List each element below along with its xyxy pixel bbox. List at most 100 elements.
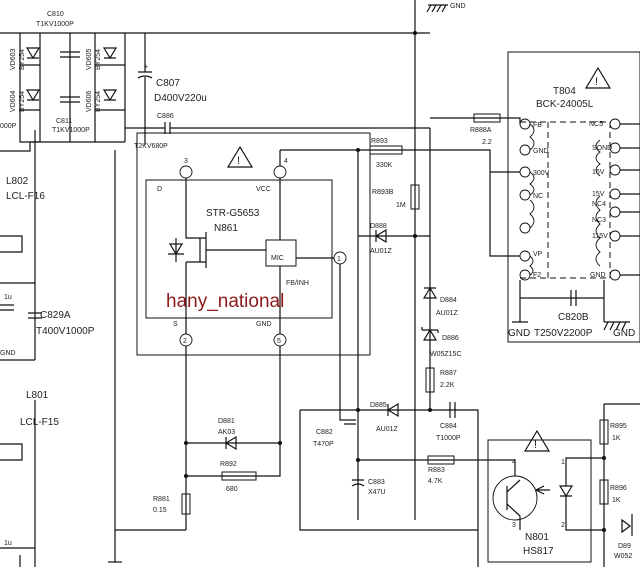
r888a-value: 2.2 (482, 139, 492, 146)
r895-value: 1K (612, 435, 621, 442)
diode-vd605 (102, 47, 118, 60)
c820b-value: T250V2200P (534, 328, 593, 339)
ic-str-g5653: ! STR-G5653 N861 D VCC MIC FB/INH S GND … (136, 132, 371, 356)
t-15v-label: 15V (592, 191, 605, 198)
gnd-bottom-left-label: GND (508, 328, 530, 339)
svg-text:!: ! (237, 155, 240, 167)
diode-d89-fragment: D89 W052 (614, 514, 633, 560)
gnd-bottom-right-label: GND (613, 328, 635, 339)
r896-value: 1K (612, 497, 621, 504)
resistor-r895: R895 1K (599, 419, 627, 445)
c829a-value: T400V1000P (36, 326, 95, 337)
ic-pin-vcc-label: VCC (256, 186, 271, 193)
w052-fragment-label: W052 (614, 553, 632, 560)
c886-value: T2KV680P (134, 143, 168, 150)
vd604-part: BY254 (19, 91, 26, 112)
c811-value: T1KV1000P (52, 127, 90, 134)
ic-pin1-number: 1 (337, 256, 341, 263)
resistor-r887: R887 2.2K (425, 367, 457, 393)
capacitor-c882: C882 T470P (313, 264, 356, 448)
transformer-t804: ! T804 BCK-24005L FB GND 300V NC VP F2 N… (507, 51, 640, 343)
ic-pin-mic-label: MIC (271, 255, 284, 262)
c886-label: C886 (157, 113, 174, 120)
left-fragment-label: 000P (0, 123, 17, 130)
d888-part: AU01Z (370, 248, 393, 255)
resistor-r893: R893 330K (369, 138, 403, 169)
ic-pin3-circle (179, 165, 193, 179)
l801-value: LCL-F15 (20, 417, 59, 428)
capacitor-c883: C883 X47U (351, 479, 386, 496)
c811-label: C811 (56, 118, 72, 125)
ground-icon (603, 321, 630, 331)
c829a-label: C829A (40, 310, 71, 321)
d886-part: W05Z15C (430, 351, 462, 358)
watermark-text: hany_national (166, 291, 284, 312)
r893b-label: R893B (372, 189, 394, 196)
opto-pin2-label: 2 (561, 522, 565, 529)
t-f2-label: F2 (533, 272, 541, 279)
t-300v-label: 300V (533, 170, 550, 177)
ic-pin-gnd-label: GND (256, 321, 272, 328)
ic-ref-label: N861 (214, 223, 238, 234)
optocoupler-n801: ! 4 3 1 2 N801 HS817 (487, 429, 592, 563)
r887-value: 2.2K (440, 382, 455, 389)
t-gnd-label: GND (533, 148, 549, 155)
t-nc4-label: NC4 (592, 201, 606, 208)
ic-pin-s-label: S (173, 321, 178, 328)
t-16v-label: 16V (592, 169, 605, 176)
diode-vd604 (25, 89, 41, 102)
r893-value: 330K (376, 162, 393, 169)
n801-part: HS817 (523, 546, 554, 557)
capacitor-c811 (60, 96, 80, 103)
bridge-rectifier: C810 T1KV1000P C811 T1KV1000P 000P VD603… (0, 11, 430, 152)
gnd-left-label: GND (0, 350, 16, 357)
d884-label: D884 (440, 297, 457, 304)
c810-label: C810 (47, 11, 64, 18)
r892-label: R892 (220, 461, 237, 468)
mosfet-symbol (168, 178, 266, 334)
diode-vd603 (25, 47, 41, 60)
c807-value: D400V220u (154, 93, 207, 104)
resistor-r896: R896 1K (599, 479, 627, 505)
diode-d885: D885 AU01Z (370, 402, 399, 433)
c883-value: X47U (368, 489, 386, 496)
resistor-r881: R881 0.15 (153, 493, 191, 515)
t-vp-label: VP (533, 251, 543, 258)
resistor-r883: R883 4.7K (427, 455, 455, 485)
svg-text:!: ! (595, 76, 598, 88)
c820b-label: C820B (558, 312, 589, 323)
diode-vd606 (102, 89, 118, 102)
vd604-label: VD604 (10, 90, 17, 112)
r893b-value: 1M (396, 202, 406, 209)
r887-label: R887 (440, 370, 457, 377)
r895-label: R895 (610, 423, 627, 430)
d886-label: D886 (442, 335, 459, 342)
cap-1u-a-label: 1u (4, 294, 12, 301)
n801-label: N801 (525, 532, 549, 543)
warning-triangle-icon: ! (226, 145, 254, 168)
ic-mic-block (265, 239, 297, 267)
d89-fragment-label: D89 (618, 543, 631, 550)
c883-label: C883 (368, 479, 385, 486)
d885-label: D885 (370, 402, 387, 409)
left-filter-section: L802 LCL-F16 1u C829A T400V1000P GND L80… (0, 130, 95, 567)
t804-label: T804 (553, 86, 576, 97)
vd605-part: BY254 (95, 49, 102, 70)
l802-value: LCL-F16 (6, 191, 45, 202)
vd603-label: VD603 (10, 48, 17, 70)
warning-triangle-icon: ! (584, 66, 612, 89)
r883-value: 4.7K (428, 478, 443, 485)
c882-label: C882 (316, 429, 333, 436)
vd603-part: BY254 (19, 49, 26, 70)
resistor-r892: R892 680 (220, 461, 257, 493)
diode-d884: D884 AU01Z (422, 236, 459, 410)
ic-pin5-number: 5 (277, 338, 281, 345)
diode-d888: D888 AU01Z (358, 223, 415, 255)
vd606-label: VD606 (86, 90, 93, 112)
diode-d881: D881 AK03 (186, 418, 280, 451)
ic-pin-fb-label: FB/INH (286, 280, 309, 287)
opto-pin4-label: 4 (512, 459, 516, 466)
svg-text:!: ! (534, 439, 537, 451)
r881-label: R881 (153, 496, 170, 503)
